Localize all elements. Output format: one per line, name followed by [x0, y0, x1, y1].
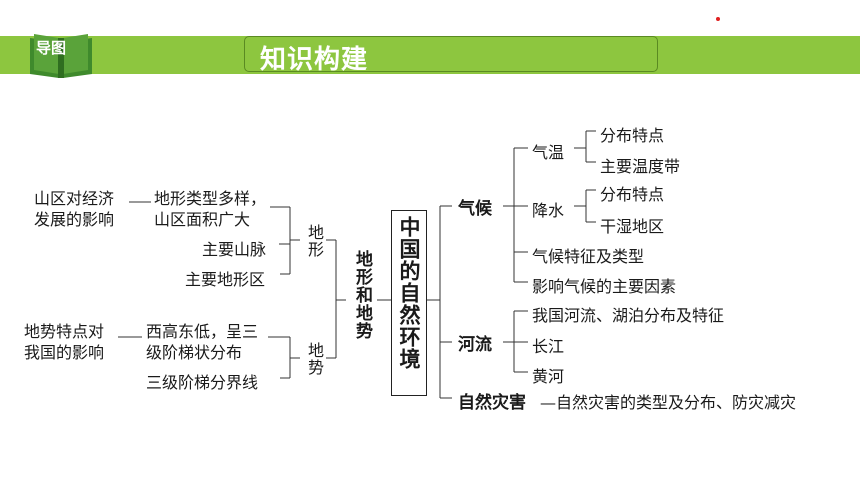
- landform-impact-value-1: 地形类型多样，: [154, 189, 267, 208]
- landform-impact-label-2: 发展的影响: [34, 210, 115, 229]
- temperature-zones: 主要温度带: [600, 157, 681, 176]
- temperature-distribution: 分布特点: [600, 126, 665, 145]
- disasters-label: 自然灾害: [458, 393, 526, 413]
- header-banner: [0, 36, 860, 74]
- red-dot: [716, 17, 720, 21]
- guide-badge-label: 导图: [36, 39, 67, 57]
- slope-impact-value-1: 西高东低，呈三: [146, 322, 259, 341]
- climate-factors: 影响气候的主要因素: [532, 277, 677, 296]
- main-landform-regions: 主要地形区: [185, 270, 266, 289]
- landform-label: 地形: [305, 224, 324, 258]
- center-topic: 中国的自然环境: [397, 216, 421, 370]
- main-mountains: 主要山脉: [202, 240, 267, 259]
- dry-wet-regions: 干湿地区: [600, 217, 665, 236]
- yellow-river: 黄河: [532, 367, 565, 386]
- landform-impact-value-2: 山区面积广大: [154, 210, 251, 229]
- slope-impact-value-2: 级阶梯状分布: [146, 343, 243, 362]
- page-title: 知识构建: [260, 45, 369, 75]
- terrain-label: 地形和地势: [352, 250, 372, 340]
- climate-label: 气候: [458, 199, 492, 219]
- rivers-label: 河流: [458, 335, 492, 355]
- landform-impact-label-1: 山区对经济: [34, 189, 115, 208]
- slope-impact-label-1: 地势特点对: [24, 322, 105, 341]
- step-boundary-lines: 三级阶梯分界线: [146, 373, 259, 392]
- title-box: [244, 36, 658, 72]
- slope-label: 地势: [305, 342, 324, 376]
- center-box: [391, 210, 427, 396]
- slope-impact-label-2: 我国的影响: [24, 343, 105, 362]
- yangtze-river: 长江: [532, 337, 565, 356]
- rivers-lakes-features: 我国河流、湖泊分布及特征: [532, 306, 725, 325]
- book-icon: [30, 34, 92, 78]
- precipitation-distribution: 分布特点: [600, 185, 665, 204]
- disasters-description: —自然灾害的类型及分布、防灾减灾: [540, 393, 797, 412]
- climate-features: 气候特征及类型: [532, 247, 645, 266]
- precipitation-label: 降水: [532, 201, 565, 220]
- temperature-label: 气温: [532, 143, 565, 162]
